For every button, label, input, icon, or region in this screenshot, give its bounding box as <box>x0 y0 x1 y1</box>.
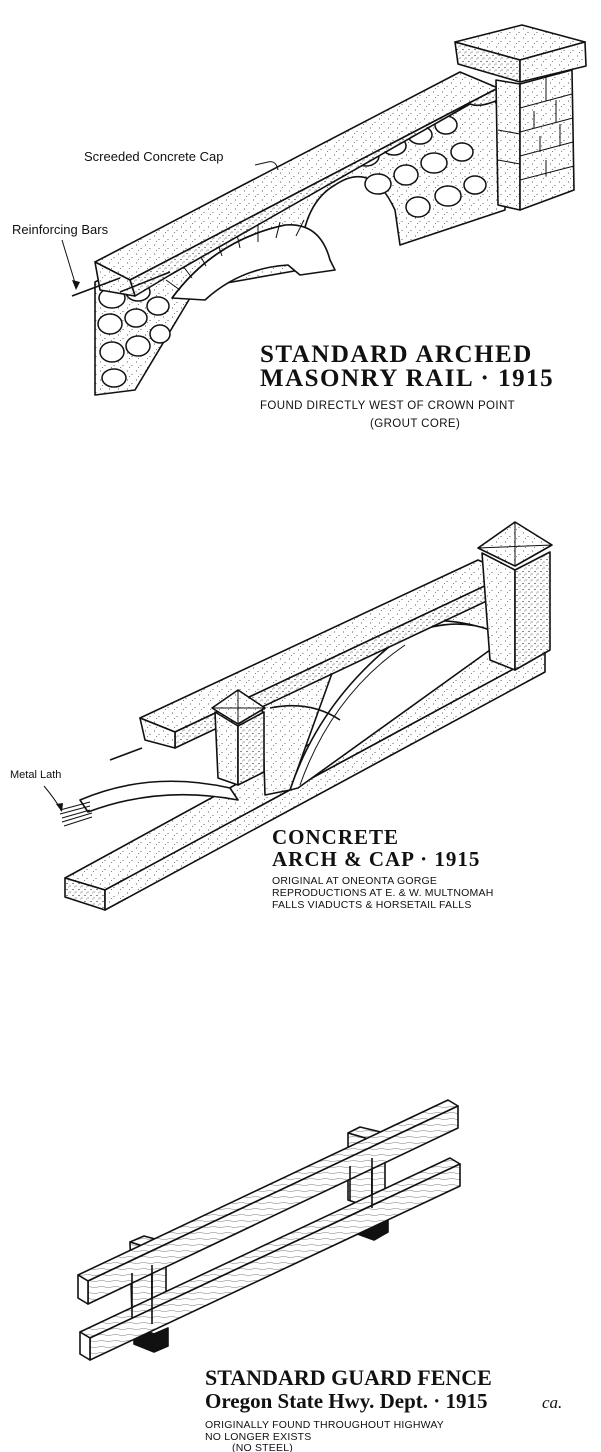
cap-end <box>94 261 136 297</box>
label-reinforcing-bars: Reinforcing Bars <box>12 222 109 237</box>
caption-guard-fence-3: (NO STEEL) <box>232 1442 293 1452</box>
lower-rail-end <box>79 1331 91 1361</box>
pier-shaft-left <box>495 79 521 211</box>
title-concrete-arch-2: ARCH & CAP · 1915 <box>272 847 480 871</box>
title-guard-fence-2: Oregon State Hwy. Dept. · 1915 <box>205 1389 488 1413</box>
reinforcing-bars <box>71 271 171 297</box>
caption-concrete-arch-3: FALLS VIADUCTS & HORSETAIL FALLS <box>272 899 472 911</box>
title-masonry-rail-2: MASONRY RAIL · 1915 <box>260 365 554 392</box>
pier-block-joints <box>497 77 575 181</box>
mid-post-right <box>237 711 265 786</box>
metal-lath-wires <box>59 801 93 827</box>
caption-concrete-arch-1: ORIGINAL AT ONEONTA GORGE <box>272 875 437 887</box>
mid-post-left <box>214 711 239 786</box>
caption-masonry-rail-2: (GROUT CORE) <box>370 418 460 430</box>
guard-fence-drawing <box>77 1099 461 1361</box>
leader-bars-arrow <box>72 280 80 290</box>
caption-masonry-rail-1: FOUND DIRECTLY WEST OF CROWN POINT <box>260 400 515 412</box>
title-guard-fence-suffix: ca. <box>542 1393 562 1412</box>
title-guard-fence-1: STANDARD GUARD FENCE <box>205 1365 492 1390</box>
leader-cap <box>254 161 279 171</box>
leader-bars <box>61 239 77 287</box>
upper-rail-end <box>77 1274 89 1305</box>
cap-end-profile <box>139 717 176 749</box>
title-masonry-rail-1: STANDARD ARCHED <box>260 341 533 368</box>
masonry-rail-drawing <box>61 24 587 396</box>
caption-guard-fence-1: ORIGINALLY FOUND THROUGHOUT HIGHWAY <box>205 1419 444 1431</box>
pier-cap-right <box>519 41 587 83</box>
label-metal-lath: Metal Lath <box>10 769 61 781</box>
title-concrete-arch-1: CONCRETE <box>272 825 399 849</box>
label-screeded-cap: Screeded Concrete Cap <box>84 149 223 164</box>
left-arch-piece <box>79 780 239 813</box>
concrete-arch-drawing <box>43 521 553 911</box>
caption-concrete-arch-2: REPRODUCTIONS AT E. & W. MULTNOMAH <box>272 887 494 899</box>
caption-guard-fence-2: NO LONGER EXISTS <box>205 1431 311 1443</box>
end-post-right <box>514 551 551 671</box>
pier-shaft-right <box>519 69 575 211</box>
base-sill-front <box>104 651 546 911</box>
